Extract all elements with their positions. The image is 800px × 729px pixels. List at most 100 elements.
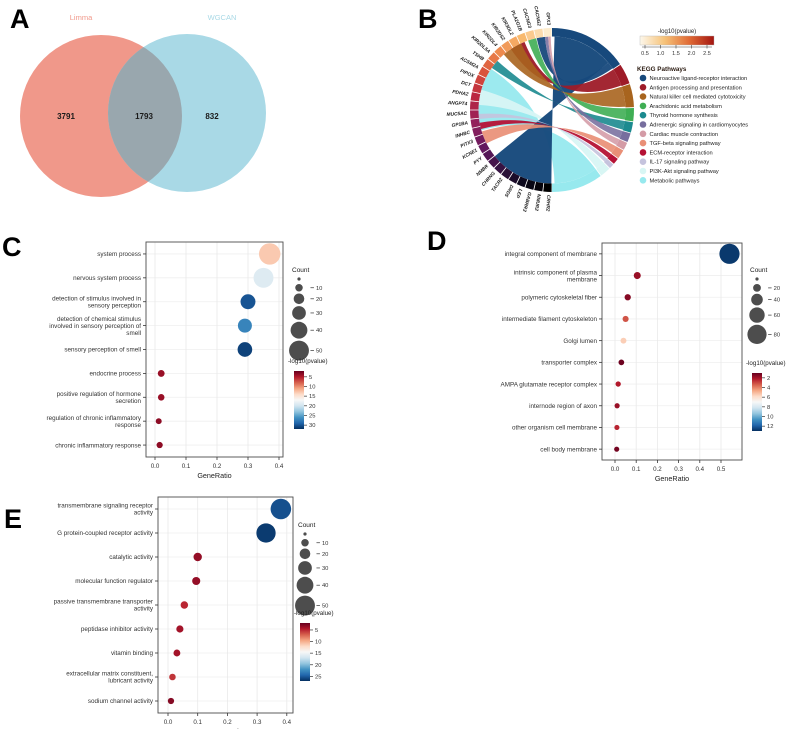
gene-arc [525, 179, 536, 190]
x-tick-label: 0.0 [151, 463, 160, 470]
pvalue-colorbar-title: -log10(pvalue) [294, 610, 334, 617]
category-label: detection of stimulus involved in [52, 295, 141, 302]
x-tick-label: 0.2 [223, 719, 232, 726]
pathway-arc [621, 84, 634, 108]
chord-pathway-arcs [552, 28, 634, 192]
pathway-arc [552, 28, 620, 69]
category-label: endocrine process [90, 371, 141, 378]
gene-label: INHBC [455, 130, 472, 140]
dot [157, 369, 165, 377]
pvalue-tick-label: 10 [767, 415, 773, 421]
dot [237, 342, 253, 357]
pvalue-tick-label: 25 [315, 674, 321, 680]
count-legend-value: 20 [774, 286, 780, 292]
panel-b-label: B [418, 4, 438, 34]
category-label: other organism cell membrane [512, 425, 598, 432]
dot [156, 441, 163, 449]
dot [256, 523, 276, 543]
x-tick-label: 0.4 [695, 466, 704, 473]
dotplot-molecular-function: 0.00.10.20.30.4GeneRatiotransmembrane si… [54, 496, 334, 729]
pathway-arc [624, 107, 634, 122]
gene-arc [494, 162, 506, 174]
gene-label: CRHR2 [544, 195, 551, 212]
count-legend-dot [301, 539, 309, 547]
dot [624, 294, 631, 301]
panel-e-label: E [4, 504, 23, 534]
gene-label: NMUR2 [533, 193, 542, 211]
gene-arc [472, 83, 483, 94]
pathway-legend-label: Metabolic pathways [650, 178, 700, 184]
gene-label: CACNG2 [532, 6, 541, 27]
chord-ribbon [481, 124, 616, 153]
pathway-legend-swatch [639, 149, 647, 156]
category-label: involved in sensory perception of [49, 323, 141, 330]
kegg-legend-title: KEGG Pathways [637, 66, 687, 73]
gene-arc [478, 66, 490, 78]
category-label: vitamin binding [111, 650, 154, 657]
venn-intersection [108, 35, 182, 192]
pathway-arc [622, 120, 634, 133]
chord-ribbon [478, 89, 604, 169]
gene-arc [534, 28, 544, 39]
pathway-legend-swatch [639, 139, 647, 147]
chord-diagram: GPX3CACNG2CACNG3PLA2G1BKIR3DL2KIR2DS2KIR… [446, 6, 748, 213]
y-axis: transmembrane signaling receptor activity… [54, 503, 158, 705]
pathway-legend-swatch [639, 84, 647, 91]
pvalue-tick-label: 15 [315, 651, 321, 657]
count-legend-dot [290, 321, 308, 339]
pathway-arc [616, 139, 628, 150]
gene-arc [488, 52, 500, 64]
gene-arc [508, 172, 520, 184]
dot [155, 418, 162, 425]
gene-arc [474, 134, 486, 146]
category-label: passive transmembrane transporter [54, 599, 153, 606]
gene-label: CACNG3 [521, 8, 532, 29]
category-label: cell body membrane [540, 446, 597, 453]
pvalue-tick-label: 5 [315, 628, 318, 634]
dot [180, 601, 189, 609]
pathway-legend-label: Neuroactive ligand-receptor interaction [650, 76, 748, 82]
chord-colorbar-title: -log10(pvalue) [658, 29, 696, 35]
panel-d-label: D [427, 226, 447, 256]
x-tick-label: 0.5 [717, 466, 726, 473]
pathway-legend-label: IL-17 signaling pathway [650, 160, 710, 166]
pvalue-tick-label: 6 [767, 395, 770, 401]
venn-count-intersection: 1793 [135, 112, 153, 121]
x-tick-label: 0.3 [674, 466, 683, 473]
count-legend-dot [293, 293, 305, 305]
category-label: regulation of chronic inflammatory [47, 415, 142, 422]
count-legend-dot [289, 340, 309, 361]
dot [193, 552, 202, 562]
pvalue-tick-label: 30 [309, 423, 315, 429]
count-legend-title: Count [750, 267, 768, 274]
gene-arc [470, 110, 479, 119]
pvalue-gradient-bar [752, 373, 762, 431]
dot [270, 498, 292, 520]
gene-arc [470, 101, 479, 110]
x-tick-label: 0.2 [653, 466, 662, 473]
count-legend-value: 10 [316, 286, 322, 292]
dot [614, 446, 620, 452]
category-label: G protein-coupled receptor activity [57, 530, 154, 537]
pathway-legend-label: PI3K-Akt signaling pathway [650, 169, 719, 175]
x-tick-label: 0.4 [275, 463, 284, 470]
count-legend-value: 40 [322, 583, 328, 589]
category-label: activity [134, 606, 154, 613]
pathway-legend-label: ECM-receptor interaction [650, 150, 713, 156]
pathway-legend-swatch [639, 177, 647, 184]
category-label: transmembrane signaling receptor [57, 503, 153, 510]
pvalue-tick-label: 10 [315, 640, 321, 646]
pathway-arc [603, 158, 614, 168]
pathway-legend-label: Thyroid hormone synthesis [650, 113, 718, 119]
pathway-legend-label: Adrenergic signaling in cardiomyocytes [650, 123, 749, 129]
dot [157, 393, 165, 401]
gene-label: GP1BA [451, 120, 469, 129]
venn-set-label-wgcan: WGCAN [208, 13, 237, 22]
gene-arc [470, 92, 481, 102]
gene-label: TSHB [471, 50, 486, 63]
count-legend-dot [751, 293, 763, 306]
